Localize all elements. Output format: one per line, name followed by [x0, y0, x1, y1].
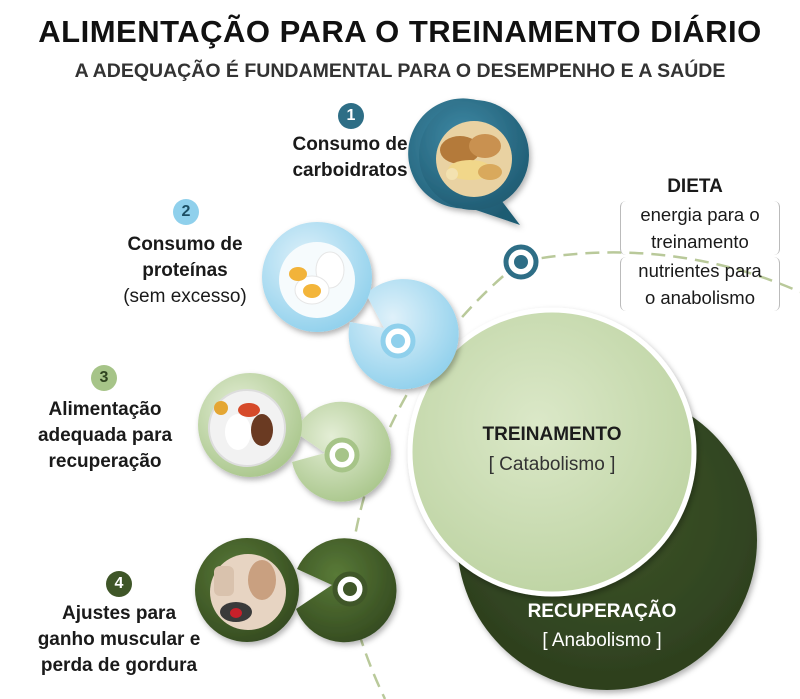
recovery-sub: [ Anabolismo ] [542, 630, 662, 651]
step3-badge [91, 365, 117, 391]
page-title: ALIMENTAÇÃO PARA O TREINAMENTO DIÁRIO [38, 14, 762, 49]
athlete-icon [210, 554, 286, 630]
step2-badge [173, 199, 199, 225]
step1-badge [338, 103, 364, 129]
step3-label: Alimentação adequada para recuperação [37, 399, 173, 472]
training-sub: [ Catabolismo ] [488, 454, 616, 475]
training-circle [407, 307, 697, 597]
step2-label: Consumo de proteínas (sem excesso) [123, 234, 247, 307]
step1-label: Consumo de carboidratos [292, 134, 408, 181]
bread-icon [436, 121, 512, 197]
step4-badge [106, 571, 132, 597]
egg-icon [279, 242, 355, 318]
diet-title: DIETA [667, 176, 723, 197]
dashed-arc-right [519, 251, 800, 294]
step1-number: 1 [346, 107, 356, 124]
meal-plate-icon [208, 389, 286, 467]
training-title: TREINAMENTO [482, 424, 622, 445]
step4-number: 4 [114, 575, 124, 592]
step2-number: 2 [181, 203, 191, 220]
dashed-arc [346, 261, 521, 591]
page-subtitle: A ADEQUAÇÃO É FUNDAMENTAL PARA O DESEMPE… [74, 60, 726, 82]
step3-number: 3 [99, 369, 109, 386]
diet-nutrients: nutrientes para o anabolismo [620, 257, 780, 311]
step4-label: Ajustes para ganho muscular e perda de g… [37, 603, 201, 676]
recovery-title: RECUPERAÇÃO [527, 601, 677, 622]
diet-energy: energia para o treinamento [620, 201, 780, 255]
